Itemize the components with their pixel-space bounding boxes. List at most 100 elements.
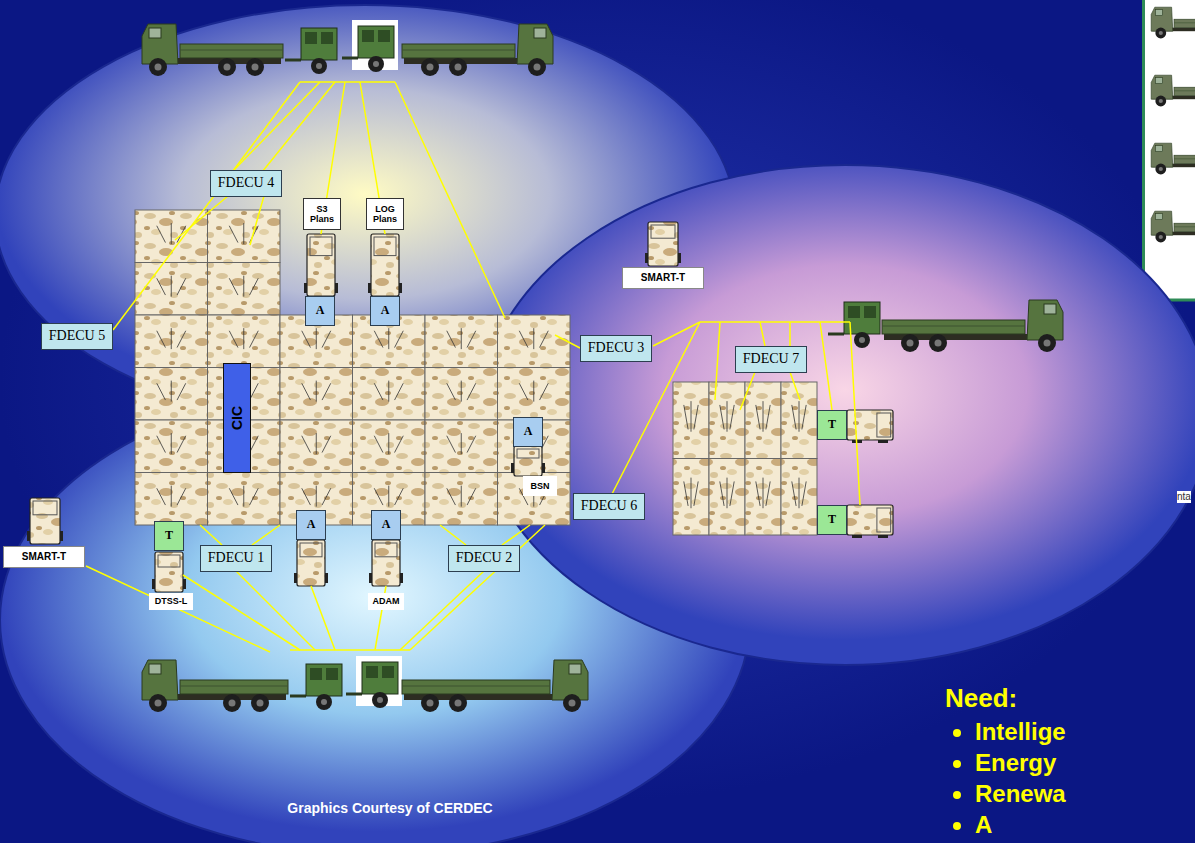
tent-tile [208, 210, 281, 263]
node-text: LOG Plans [369, 204, 401, 225]
shelter-panel [374, 237, 396, 256]
generator-vent [366, 666, 378, 678]
equipment-tag: SMART-T [3, 546, 85, 568]
army-truck [1151, 7, 1195, 38]
tent-seam [694, 405, 698, 429]
tent-seam [243, 276, 244, 297]
node-text: SMART-T [22, 551, 66, 563]
tent-tile [781, 459, 817, 536]
power-cable [311, 586, 335, 650]
truck-window [1155, 10, 1162, 16]
trailer-backing [356, 656, 402, 706]
credit-text: Graphics Courtesy of CERDEC [287, 800, 492, 816]
equipment-tag: DTSS-L [149, 593, 193, 610]
army-truck [142, 24, 283, 76]
tent-seam [720, 481, 724, 505]
tent-seam [316, 328, 317, 349]
tent-seam [250, 488, 259, 505]
tent-seam [756, 481, 760, 505]
truck-hub [534, 64, 541, 71]
tent-tile [709, 459, 745, 536]
truck-bed [402, 44, 515, 58]
truck-window [1155, 146, 1162, 152]
tent-tile [208, 263, 281, 316]
truck-cab [1027, 300, 1063, 340]
tent-seam [177, 331, 186, 348]
region-glow [480, 165, 1195, 665]
tent-seam [388, 328, 389, 349]
node-text: A [381, 304, 390, 318]
shelter-body [30, 498, 60, 544]
tent-tile [425, 473, 498, 526]
tent-seam [177, 488, 186, 505]
trailer-hub [859, 337, 865, 343]
fdecu-box: FDECU 7 [735, 346, 807, 373]
tent-tile [280, 420, 353, 473]
fdecu-box: FDECU 2 [448, 545, 520, 572]
truck-wheel [1155, 96, 1166, 107]
truck-wheel [223, 694, 241, 712]
tent-seam [243, 223, 244, 244]
truck-wheel [1155, 164, 1166, 175]
power-cable [290, 649, 410, 651]
trailer-hub [377, 697, 383, 703]
node-text: SMART-T [641, 272, 685, 284]
shelter-body [297, 540, 325, 586]
tent-seam [461, 433, 462, 454]
tent-seam [302, 383, 311, 400]
tent-tile [425, 420, 498, 473]
truck-wheel [901, 334, 919, 352]
tent-tile [208, 473, 281, 526]
node-text: T [165, 529, 173, 543]
truck-rail [882, 326, 1025, 327]
tent-seam [395, 436, 404, 453]
tent-seam [763, 401, 764, 432]
node-text: A [382, 518, 391, 532]
a-marker: A [370, 296, 400, 326]
truck-hub [252, 64, 259, 71]
shelter-body [847, 410, 893, 440]
equipment-tag: BSN [523, 476, 557, 496]
power-cable [850, 322, 860, 505]
tent-seam [157, 436, 166, 453]
shelter-body [847, 505, 893, 535]
generator-vent [305, 32, 317, 44]
trailer-wheel [368, 56, 384, 72]
node-text: FDECU 4 [218, 175, 274, 191]
generator-box [306, 664, 342, 696]
truck-window [569, 664, 581, 674]
tent-seam [694, 481, 698, 505]
t-marker: T [817, 505, 847, 535]
tent-seam [229, 488, 238, 505]
tent-tile [498, 473, 571, 526]
truck-hub [257, 700, 264, 707]
tent-tile [353, 368, 426, 421]
truck-window [1155, 78, 1162, 84]
fdecu-box: FDECU 3 [580, 335, 652, 362]
trailer-hub [373, 61, 379, 67]
generator-box [844, 302, 880, 334]
tent-seam [540, 331, 549, 348]
truck-cab [517, 24, 553, 64]
tent-seam [171, 433, 172, 454]
truck-wheel [421, 694, 439, 712]
tent-seam [461, 486, 462, 507]
power-cable [502, 525, 530, 545]
truck-hub [224, 64, 231, 71]
node-text: A [307, 518, 316, 532]
tent-seam [519, 331, 528, 348]
truck-hub [1159, 31, 1163, 35]
truck-bed [402, 680, 550, 694]
truck-hub [907, 340, 914, 347]
truck-hub [455, 64, 462, 71]
tent-seam [691, 478, 692, 509]
node-text: FDECU 5 [49, 328, 105, 344]
plans-box: S3 Plans [303, 198, 341, 230]
panel-trucks [1151, 7, 1195, 242]
bullet-item: Renewa [975, 780, 1066, 808]
truck-cab [142, 24, 178, 64]
tent-grid [135, 210, 817, 535]
truck-window [534, 28, 546, 38]
truck-cab [1151, 143, 1173, 167]
